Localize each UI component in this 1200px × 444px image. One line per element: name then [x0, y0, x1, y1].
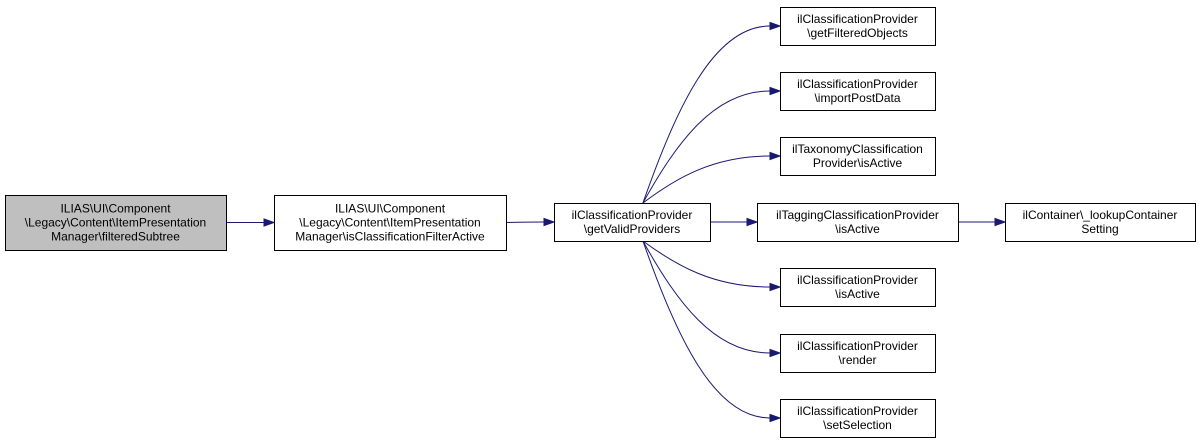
- node-label-line: ilClassificationProvider: [797, 12, 918, 26]
- node-n10[interactable]: ilClassificationProvider\setSelection: [780, 399, 936, 438]
- node-label-line: \render: [838, 353, 876, 367]
- node-n3[interactable]: ilClassificationProvider\getFilteredObje…: [780, 7, 936, 46]
- node-box: [780, 268, 936, 307]
- node-n9[interactable]: ilClassificationProvider\render: [780, 334, 936, 373]
- node-box: [757, 203, 959, 242]
- call-edge-n1-n2: [505, 217, 556, 227]
- node-n8[interactable]: ilClassificationProvider\isActive: [780, 268, 936, 307]
- call-edge-n6-n7: [958, 217, 1007, 227]
- node-label-line: ilClassificationProvider: [797, 404, 918, 418]
- call-edges: [226, 21, 1007, 423]
- node-label-line: ilClassificationProvider: [797, 273, 918, 287]
- call-edge-n2-n5: [642, 151, 782, 204]
- node-label-line: ilClassificationProvider: [797, 77, 918, 91]
- node-n2[interactable]: ilClassificationProvider\getValidProvide…: [554, 203, 711, 242]
- call-edge-n2-n6: [710, 217, 759, 227]
- node-label-line: \setSelection: [823, 418, 892, 432]
- node-label-line: Manager\isClassificationFilterActive: [295, 230, 485, 244]
- node-label-line: ilContainer\_lookupContainer: [1023, 208, 1178, 222]
- node-box: [780, 334, 936, 373]
- node-label-line: ilTaggingClassificationProvider: [776, 208, 939, 222]
- call-edge-n2-n10: [642, 240, 782, 423]
- node-box: [1005, 203, 1196, 242]
- node-box: [274, 195, 507, 251]
- node-label-line: \getFilteredObjects: [807, 26, 908, 40]
- node-box: [780, 399, 936, 438]
- node-label-line: \getValidProviders: [584, 222, 681, 236]
- node-label-line: Setting: [1081, 222, 1118, 236]
- call-edge-n2-n9: [642, 240, 782, 358]
- node-n6[interactable]: ilTaggingClassificationProvider\isActive: [757, 203, 959, 242]
- node-n0[interactable]: ILIAS\UI\Component\Legacy\Content\ItemPr…: [5, 195, 227, 251]
- node-n5[interactable]: ilTaxonomyClassificationProvider\isActiv…: [780, 137, 936, 176]
- node-label-line: ILIAS\UI\Component: [335, 202, 446, 216]
- node-label-line: Manager\filteredSubtree: [51, 230, 180, 244]
- node-box: [780, 72, 936, 111]
- node-box: [5, 195, 227, 251]
- node-box: [780, 137, 936, 176]
- node-label-line: \isActive: [835, 222, 880, 236]
- node-label-line: ilClassificationProvider: [572, 208, 693, 222]
- node-label-line: ilTaxonomyClassification: [792, 142, 923, 156]
- node-label-line: \importPostData: [814, 91, 900, 105]
- node-label-line: \Legacy\Content\ItemPresentation: [25, 216, 206, 230]
- call-nodes: ILIAS\UI\Component\Legacy\Content\ItemPr…: [5, 7, 1196, 438]
- node-box: [780, 7, 936, 46]
- node-label-line: \isActive: [835, 287, 880, 301]
- node-box: [554, 203, 711, 242]
- node-label-line: \Legacy\Content\ItemPresentation: [299, 216, 480, 230]
- call-edge-n0-n1: [226, 218, 276, 227]
- node-label-line: Provider\isActive: [813, 156, 903, 170]
- node-label-line: ilClassificationProvider: [797, 339, 918, 353]
- node-label-line: ILIAS\UI\Component: [60, 202, 171, 216]
- call-edge-n2-n4: [642, 86, 782, 204]
- node-n4[interactable]: ilClassificationProvider\importPostData: [780, 72, 936, 111]
- node-n1[interactable]: ILIAS\UI\Component\Legacy\Content\ItemPr…: [274, 195, 507, 251]
- call-edge-n2-n3: [642, 21, 782, 204]
- call-edge-n2-n8: [642, 240, 782, 292]
